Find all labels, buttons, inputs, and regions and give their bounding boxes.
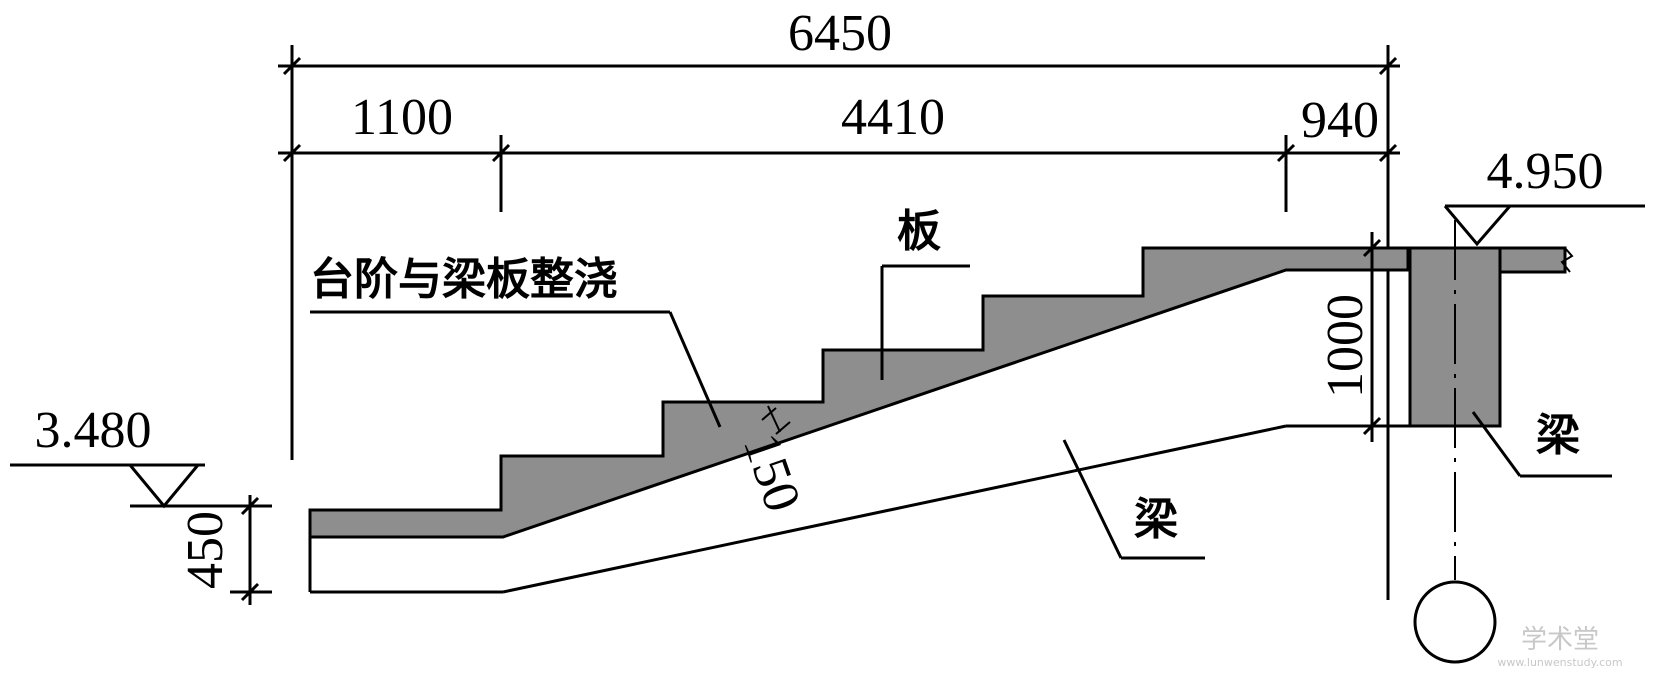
axis-bubble <box>1413 580 1497 664</box>
dimension-1000-group: 1000 <box>1317 232 1382 442</box>
tick-mark <box>1362 238 1382 258</box>
dimension-450: 450 <box>177 511 234 589</box>
slab-callout: 板 <box>880 206 970 380</box>
watermark-url: www.lunwenstudy.com <box>1497 656 1622 669</box>
dimension-4410: 4410 <box>841 89 945 146</box>
dimension-6450: 6450 <box>788 5 892 62</box>
beam-label-right: 梁 <box>1536 410 1580 461</box>
elevation-marker-upper: 4.950 <box>1443 143 1645 247</box>
stair-slab-with-steps <box>308 246 1410 539</box>
inclined-beam <box>308 424 1410 594</box>
tick-mark <box>1378 56 1398 76</box>
tick-mark <box>240 582 260 602</box>
elevation-marker-lower: 3.480 <box>10 402 272 509</box>
tick-mark <box>761 407 777 421</box>
tick-mark <box>491 143 511 163</box>
tick-mark <box>1378 143 1398 163</box>
elevation-4950: 4.950 <box>1487 143 1604 200</box>
dimension-940: 940 <box>1301 92 1379 149</box>
dimension-1000: 1000 <box>1317 294 1374 398</box>
tick-mark <box>1362 416 1382 436</box>
tick-mark <box>282 143 302 163</box>
tick-mark <box>775 421 791 435</box>
dimension-150: 150 <box>732 426 811 518</box>
upper-landing-slab <box>1498 246 1567 274</box>
tick-mark <box>282 56 302 76</box>
right-beam-callout: 梁 <box>1471 410 1612 478</box>
tick-mark <box>240 496 260 516</box>
elevation-3480: 3.480 <box>35 402 152 459</box>
watermark: 学术堂 www.lunwenstudy.com <box>1497 625 1622 669</box>
overall-dimension: 6450 <box>278 5 1400 600</box>
inclined-beam-callout: 梁 <box>1062 439 1205 560</box>
steps-monolithic-note: 台阶与梁板整浇 <box>310 254 618 305</box>
slab-label: 板 <box>897 206 941 257</box>
dimension-450-group: 450 <box>177 495 272 605</box>
beam-label-middle: 梁 <box>1134 494 1178 545</box>
grid-axis <box>1413 220 1497 664</box>
break-line <box>1560 247 1574 273</box>
segment-dimensions: 1100 4410 940 <box>278 89 1400 212</box>
steps-note-callout: 台阶与梁板整浇 <box>310 254 722 428</box>
tick-mark <box>1276 143 1296 163</box>
dimension-1100: 1100 <box>351 89 453 146</box>
watermark-title: 学术堂 <box>1521 625 1599 655</box>
